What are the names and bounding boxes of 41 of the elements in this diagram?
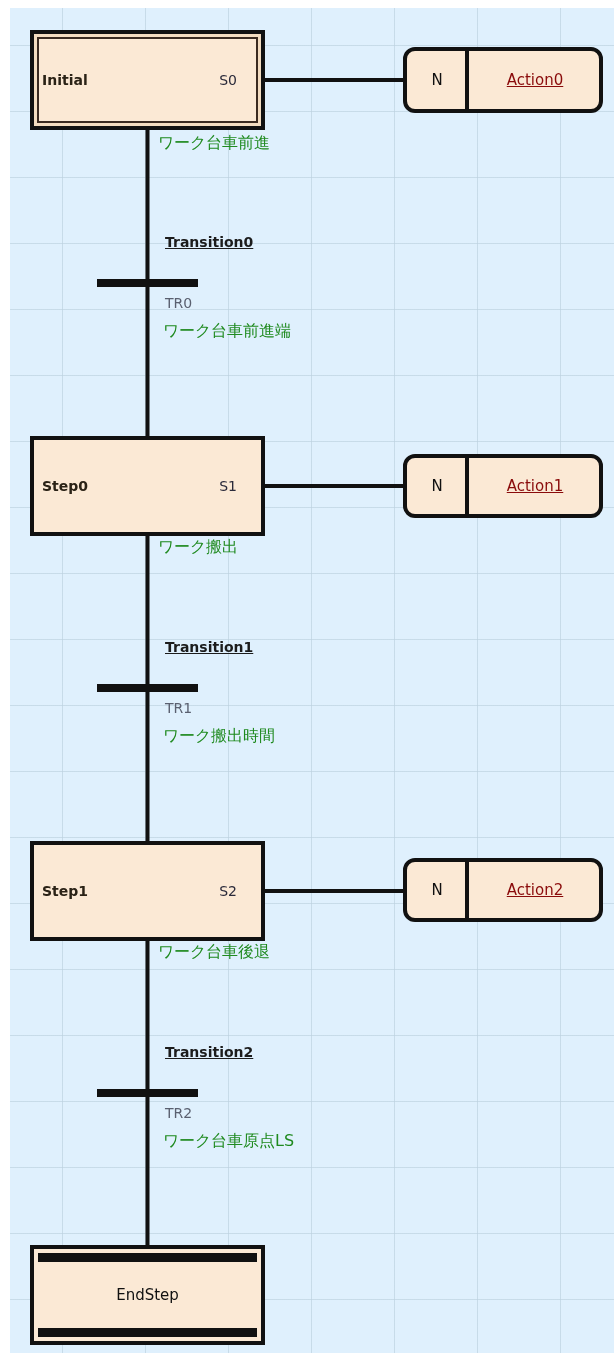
action-block bbox=[403, 858, 603, 922]
action-name: Action0 bbox=[505, 71, 565, 89]
comment-text: ワーク台車前進 bbox=[158, 133, 270, 153]
transition-id: TR2 bbox=[165, 1105, 193, 1122]
step-name: Initial bbox=[42, 72, 88, 88]
connector-line bbox=[145, 941, 150, 1089]
step-name: Step0 bbox=[42, 478, 89, 494]
step-name: EndStep bbox=[115, 1286, 180, 1304]
action-block bbox=[403, 454, 603, 518]
step-box bbox=[30, 436, 265, 536]
step-number: S0 bbox=[219, 72, 237, 88]
connector-line bbox=[145, 692, 150, 841]
connector-line bbox=[145, 1097, 150, 1245]
end-step-box bbox=[30, 1245, 265, 1345]
comment-text: ワーク搬出時間 bbox=[163, 726, 275, 746]
comment-text: ワーク台車後退 bbox=[158, 942, 270, 962]
action-block bbox=[403, 47, 603, 113]
comment-text: ワーク台車前進端 bbox=[163, 321, 291, 341]
action-name: Action1 bbox=[505, 477, 565, 495]
connector-line bbox=[145, 536, 150, 684]
comment-text: ワーク搬出 bbox=[158, 537, 238, 557]
action-qualifier: N bbox=[430, 881, 444, 899]
action-qualifier: N bbox=[430, 477, 444, 495]
step-number: S2 bbox=[219, 883, 237, 899]
connector-line bbox=[145, 130, 150, 279]
transition-id: TR1 bbox=[165, 700, 193, 717]
connector-line bbox=[145, 287, 150, 436]
action-name: Action2 bbox=[505, 881, 565, 899]
initial-step-box bbox=[30, 30, 265, 130]
transition-name: Transition2 bbox=[165, 1044, 254, 1061]
step-number: S1 bbox=[219, 478, 237, 494]
connector-line bbox=[265, 78, 403, 82]
step-box bbox=[30, 841, 265, 941]
connector-line bbox=[265, 484, 403, 488]
action-qualifier: N bbox=[430, 71, 444, 89]
transition-name: Transition1 bbox=[165, 639, 254, 656]
step-name: Step1 bbox=[42, 883, 89, 899]
transition-name: Transition0 bbox=[165, 234, 254, 251]
connector-line bbox=[265, 889, 403, 893]
comment-text: ワーク台車原点LS bbox=[163, 1131, 295, 1151]
transition-id: TR0 bbox=[165, 295, 193, 312]
